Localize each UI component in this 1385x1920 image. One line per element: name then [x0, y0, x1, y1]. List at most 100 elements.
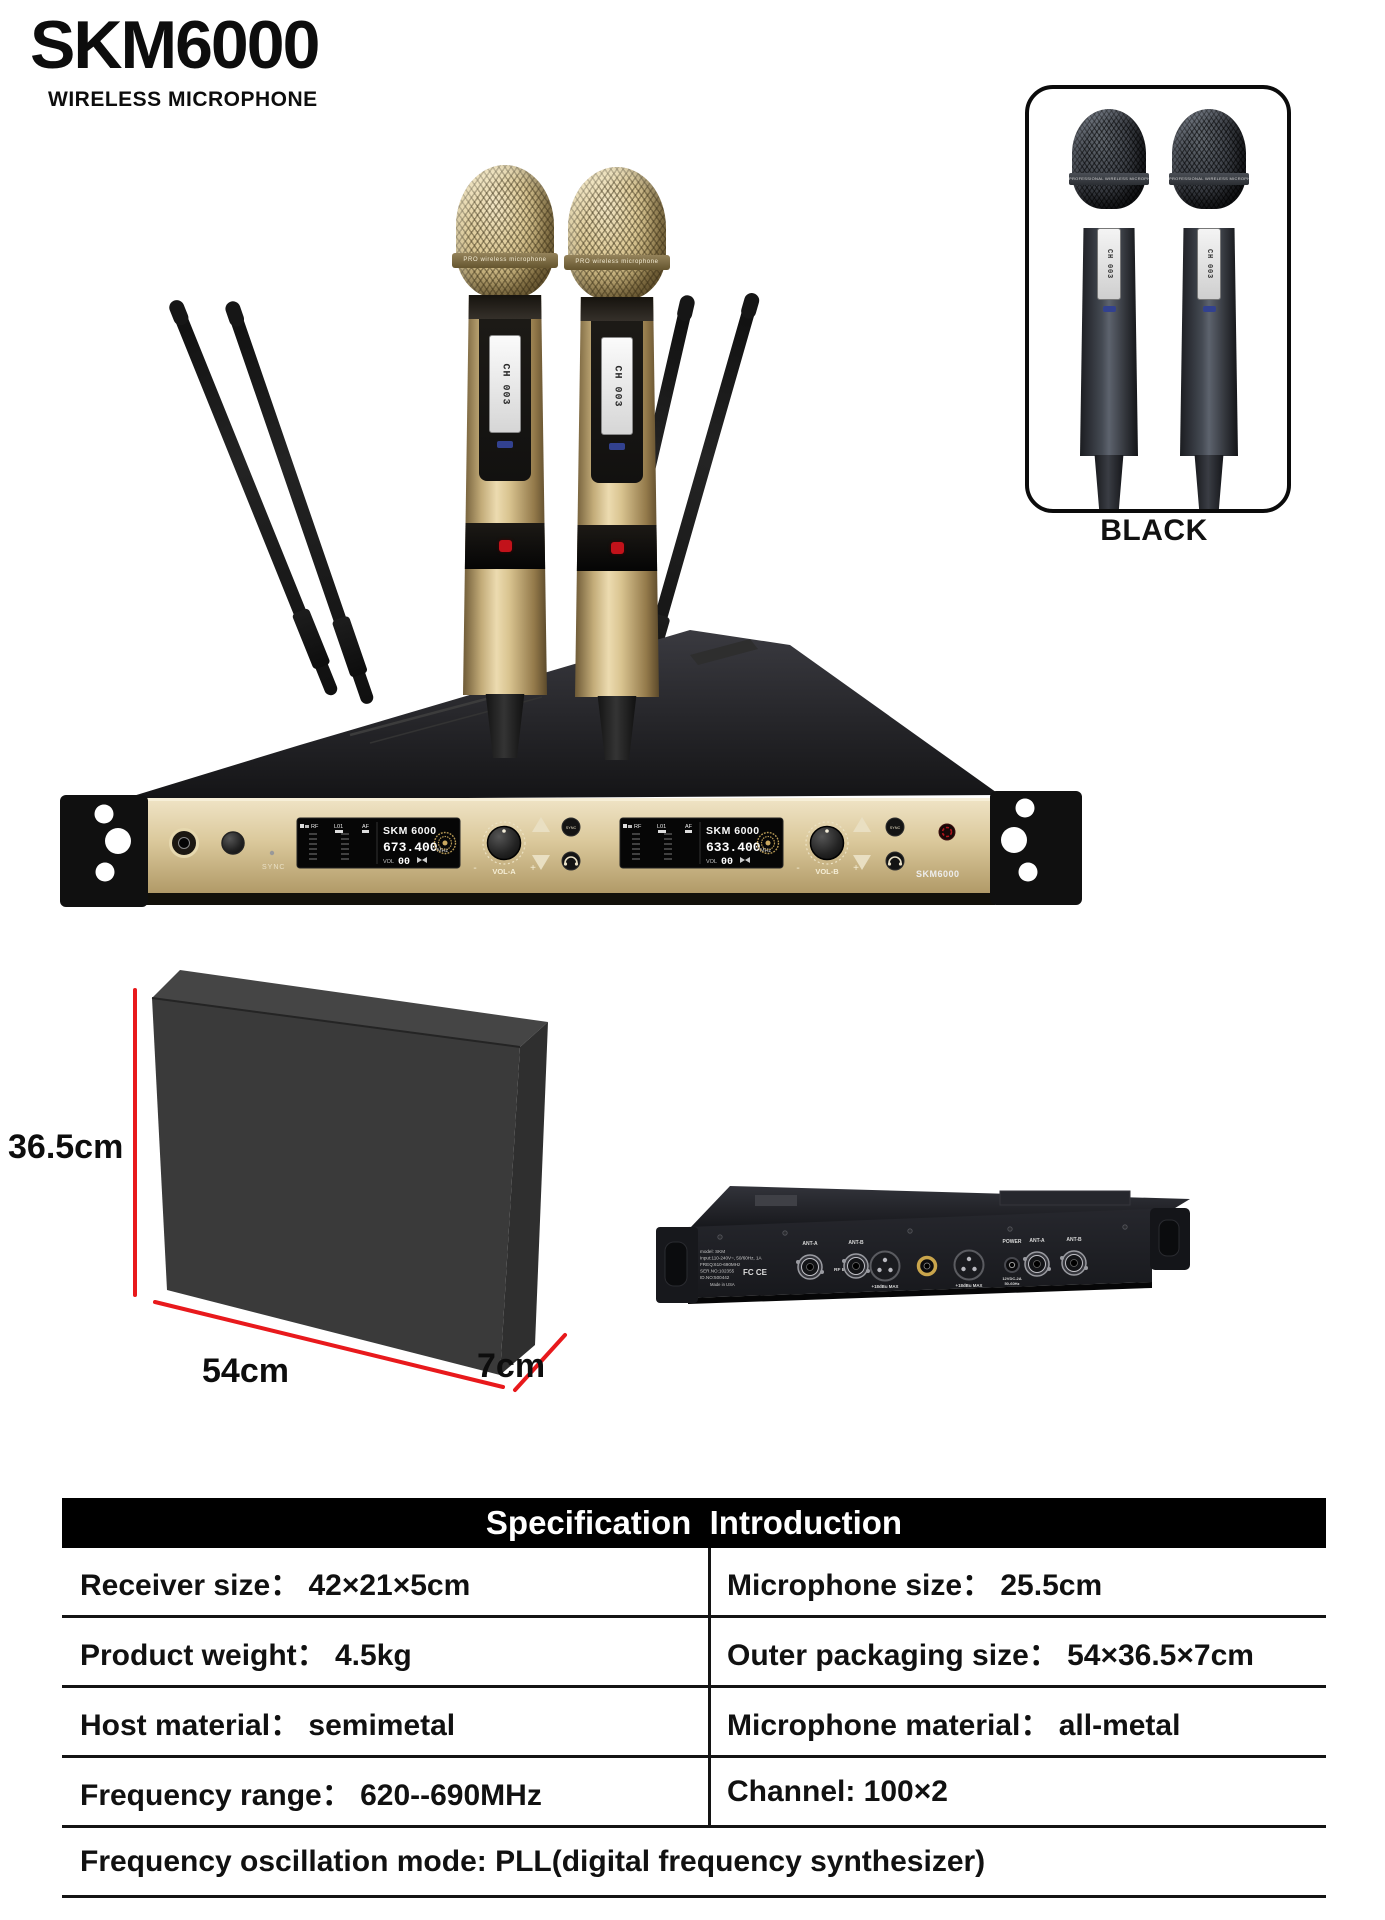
spec-product-weight: Product weight： 4.5kg	[80, 1638, 412, 1672]
mic-display: CH 003	[1097, 228, 1121, 300]
mic-neck	[575, 297, 659, 321]
headphone-icon	[564, 856, 578, 864]
mic-display: CH 003	[1197, 228, 1221, 300]
connector-labels: ANT-A ANT-B RF IN +18dBu MAX +18dBu MAX …	[802, 1237, 1082, 1289]
mic-display-panel: CH 003	[591, 321, 643, 483]
spec-host-material: Host material： semimetal	[80, 1708, 456, 1742]
display-b: RF L01 AF SKM 6000 633.400 MHz VOL 00	[619, 817, 784, 869]
mic-band-label: PROFESSIONAL WIRELESS MICROPHONE	[1069, 173, 1149, 185]
variant-caption: BLACK	[1100, 514, 1208, 547]
mic-body: CH 003	[575, 297, 659, 697]
quarter-inch-jack[interactable]	[916, 1255, 938, 1277]
ornament-wheel	[756, 831, 780, 855]
vol-b-plus: +	[853, 863, 859, 874]
mic-tail	[485, 694, 525, 758]
xlr-output-b[interactable]	[953, 1249, 985, 1281]
mic-body: CH 003	[1180, 228, 1238, 456]
mic-power-button[interactable]	[610, 542, 624, 554]
display-a: RF L01 AF SKM 6000 673.400 MHz VOL 00	[296, 817, 461, 869]
mic-tail	[1194, 455, 1224, 509]
page-subtitle: WIRELESS MICROPHONE	[48, 88, 318, 111]
rack-ear-left	[60, 795, 148, 907]
bnc-connector-a[interactable]	[796, 1254, 824, 1280]
black-microphone-left: PROFESSIONAL WIRELESS MICROPHONE CH 003	[1069, 109, 1149, 509]
mic-control-band	[575, 525, 659, 571]
receiver-top-face	[120, 630, 1000, 800]
spec-frequency-range: Frequency range： 620--690MHz	[80, 1778, 542, 1812]
display-vol-label: VOL	[706, 859, 717, 865]
xlr-label: +18dBu MAX	[956, 1283, 983, 1288]
bnc-connector-c[interactable]	[1023, 1251, 1051, 1277]
spec-table: Specification Introduction Receiver size…	[62, 1498, 1326, 1898]
mic-channel: CH 003	[611, 364, 623, 408]
table-row: Host material： semimetal Microphone mate…	[62, 1688, 1326, 1758]
spec-receiver-size: Receiver size： 42×21×5cm	[80, 1568, 471, 1602]
mic-band-label: PRO wireless microphone	[564, 255, 670, 270]
back-panel-lip	[688, 1282, 1152, 1304]
black-microphone-right: PROFESSIONAL WIRELESS MICROPHONE CH 003	[1169, 109, 1249, 509]
antenna-tip	[675, 293, 697, 323]
sync-button-b[interactable]: SYNC	[885, 817, 905, 837]
table-row: Frequency oscillation mode: PLL(digital …	[62, 1828, 1326, 1898]
up-button-a[interactable]	[532, 817, 550, 832]
mic-display-led	[497, 441, 513, 448]
table-row: Frequency range： 620--690MHz Channel: 10…	[62, 1758, 1326, 1828]
mic-display-led	[609, 443, 625, 450]
mic-tail	[597, 696, 637, 760]
power-label: POWER	[1003, 1239, 1022, 1245]
rack-ear-right-back	[1150, 1208, 1190, 1270]
headphone-button-a[interactable]	[561, 851, 581, 871]
gold-microphone-left: PRO wireless microphone CH 003	[452, 165, 558, 758]
vol-b-label: VOL-B	[815, 867, 839, 876]
info-line: model: SKM	[700, 1249, 725, 1254]
speaker-icon	[740, 857, 750, 863]
box-height-label: 36.5cm	[8, 1128, 124, 1166]
power-spec: 12VDC-2A	[1002, 1276, 1021, 1281]
packaging-box-image	[133, 970, 567, 1392]
vol-b-minus: -	[796, 863, 799, 874]
up-button-b[interactable]	[853, 817, 871, 832]
headphone-button-b[interactable]	[885, 851, 905, 871]
box-depth-label: 7cm	[477, 1347, 546, 1385]
receiver-back-image: model: SKM Input:110-240V~, 50/60Hz, 1A …	[656, 1186, 1190, 1304]
screws	[717, 1224, 1128, 1240]
bnc-connector-d[interactable]	[1060, 1250, 1088, 1276]
mic-body: CH 003	[1080, 228, 1138, 456]
xlr-output-a[interactable]	[869, 1250, 901, 1282]
vol-a-knob[interactable]: - VOL-A +	[473, 821, 536, 876]
mic-grille: PROFESSIONAL WIRELESS MICROPHONE	[1169, 109, 1249, 209]
spec-oscillation-mode: Frequency oscillation mode: PLL(digital …	[80, 1844, 986, 1878]
dimension-lines	[133, 988, 567, 1392]
info-line: ID.NO:500442	[700, 1275, 730, 1280]
lo-label: L01	[334, 824, 343, 830]
mic-neck	[463, 295, 547, 319]
sync-button-a-label: SYNC	[566, 826, 577, 830]
table-row: Receiver size： 42×21×5cm Microphone size…	[62, 1548, 1326, 1618]
bnc-connector-b[interactable]	[842, 1253, 870, 1279]
dc-power-jack[interactable]	[1004, 1257, 1020, 1273]
sync-button-a[interactable]: SYNC	[561, 817, 581, 837]
down-button-b[interactable]	[853, 855, 871, 870]
mic-band-label: PROFESSIONAL WIRELESS MICROPHONE	[1169, 173, 1249, 185]
mic-display: CH 003	[601, 337, 633, 435]
rack-ear-left-back	[656, 1227, 698, 1303]
mic-grille: PRO wireless microphone	[452, 165, 558, 299]
spec-microphone-size: Microphone size： 25.5cm	[708, 1548, 1326, 1615]
sync-led	[269, 850, 275, 856]
mic-power-button[interactable]	[498, 540, 512, 552]
xlr-label: +18dBu MAX	[872, 1284, 899, 1289]
vol-a-plus: +	[530, 863, 536, 874]
info-line: SER.NO:102355	[700, 1269, 735, 1274]
cert-marks: FC CE	[743, 1268, 768, 1277]
antenna-tip	[223, 299, 247, 329]
down-button-a[interactable]	[532, 855, 550, 870]
spec-packaging-size: Outer packaging size： 54×36.5×7cm	[708, 1618, 1326, 1685]
mic-display: CH 003	[489, 335, 521, 433]
ant-b-label: ANT-B	[1066, 1237, 1082, 1243]
spec-microphone-material: Microphone material： all-metal	[708, 1688, 1326, 1755]
vol-b-knob[interactable]: - VOL-B +	[796, 821, 859, 876]
display-freq: 673.400	[383, 840, 438, 855]
display-vol-value: 00	[721, 857, 733, 868]
display-model: SKM 6000	[706, 825, 760, 837]
